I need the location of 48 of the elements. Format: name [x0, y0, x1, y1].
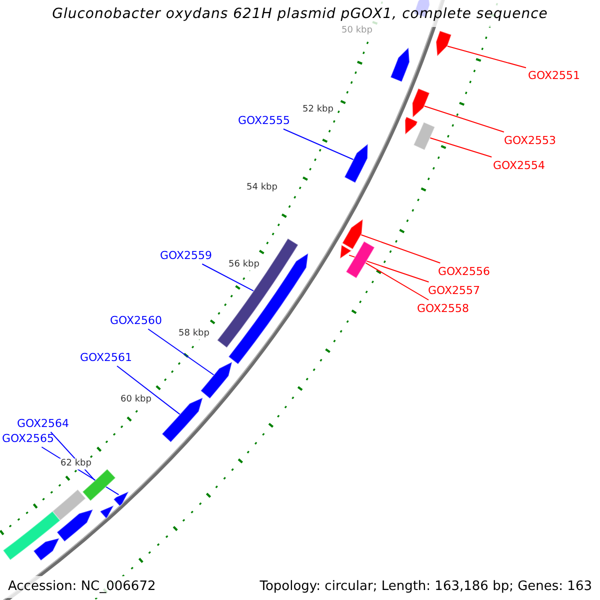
leader-line: [446, 46, 526, 68]
leader-line: [365, 262, 430, 300]
scale-label: 60 kbp: [120, 394, 152, 406]
gene-block: [56, 508, 94, 542]
gene-block: [390, 47, 410, 82]
gene-block: [200, 362, 233, 400]
leader-line: [282, 128, 354, 160]
gene-bar: [2, 510, 61, 561]
gene-label: GOX2551: [528, 69, 580, 82]
leader-line: [202, 264, 254, 292]
gene-label: GOX2554: [493, 159, 546, 172]
gene-bar: [346, 240, 376, 279]
gene-block: [228, 252, 309, 365]
gene-bar: [52, 488, 86, 522]
gene-bar: [82, 468, 116, 502]
gene-block: [100, 504, 114, 519]
scale-label: 56 kbp: [228, 260, 260, 270]
gene-label: GOX2559: [160, 249, 212, 262]
gene-label: GOX2558: [417, 302, 470, 315]
leader-line: [424, 106, 504, 132]
gene-bar: [413, 122, 436, 151]
gene-label: GOX2561: [80, 351, 132, 364]
scale-label: 54 kbp: [246, 182, 278, 194]
leader-line: [116, 366, 180, 415]
gene-block: [404, 116, 418, 135]
leader-line: [148, 328, 214, 376]
gene-label: GOX2560: [110, 314, 162, 327]
gene-label: GOX2556: [438, 265, 490, 278]
gene-label: GOX2565: [2, 432, 54, 445]
leader-line: [360, 234, 441, 264]
gene-block: [162, 397, 204, 443]
scale-label: 62 kbp: [60, 458, 92, 470]
gene-block: [436, 30, 452, 57]
gene-block: [340, 244, 352, 260]
gene-bar: [216, 238, 299, 348]
gene-block: [33, 538, 60, 562]
gene-block: [344, 143, 368, 184]
summary-text: Topology: circular; Length: 163,186 bp; Genes: 163: [260, 578, 592, 596]
leader-line: [430, 137, 492, 158]
gene-label: GOX2557: [428, 284, 480, 297]
gene-label: GOX2564: [17, 417, 70, 430]
gene-label: GOX2555: [238, 114, 290, 127]
gene-label: GOX2553: [504, 134, 556, 147]
scale-label: 52 kbp: [302, 104, 334, 116]
scale-label: 58 kbp: [178, 328, 210, 340]
gene-block: [412, 88, 430, 118]
gene-block: [113, 491, 130, 506]
scale-label: 50 kbp: [340, 26, 374, 36]
